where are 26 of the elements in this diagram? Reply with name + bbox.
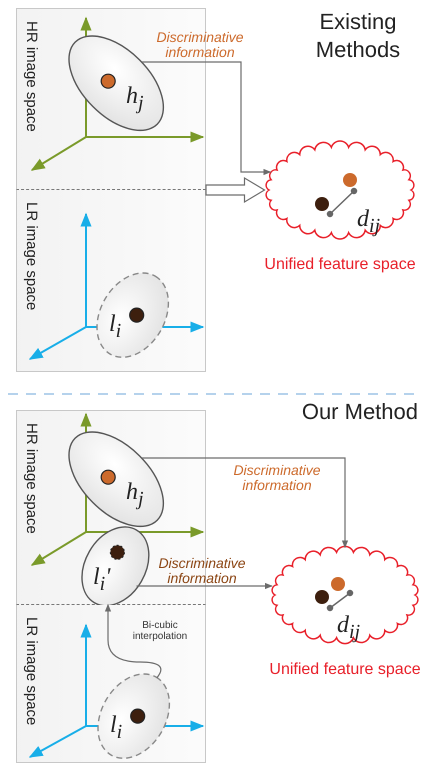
- panel-title: HR image space: [23, 423, 40, 534]
- connector-arrow: [104, 604, 162, 678]
- variable-label: l$_{i}$': [92, 564, 110, 597]
- panel-title: LR image space: [23, 617, 40, 726]
- image-space-panel: [16, 190, 206, 372]
- edge-label: Bi-cubic interpolation: [132, 620, 188, 642]
- variable-label: l$_{i}$: [108, 310, 122, 344]
- variable-label: d$_{ij}$: [357, 206, 380, 239]
- edge-label: Discriminative information: [155, 30, 245, 60]
- variable-label: h$_{j}$: [126, 82, 144, 116]
- connector-arrow: [142, 457, 348, 548]
- section-title: Existing Methods: [314, 8, 402, 64]
- panel-title: LR image space: [23, 202, 40, 310]
- variable-label: l$_{i}$: [110, 712, 122, 745]
- node-label: Unified feature space: [263, 256, 417, 274]
- variable-label: h$_{j}$: [126, 478, 144, 512]
- edge-label: Discriminative information: [232, 463, 322, 493]
- connector-arrow: [136, 582, 273, 590]
- connector-arrow: [142, 61, 272, 176]
- panel-title: HR image space: [23, 21, 40, 132]
- node-label: Unified feature space: [268, 661, 422, 679]
- image-space-panel: [16, 605, 206, 763]
- variable-label: d$_{ij}$: [337, 612, 360, 645]
- section-title: Our Method: [300, 398, 418, 426]
- edge-label: Discriminative information: [157, 556, 247, 586]
- block-arrow: [205, 176, 266, 204]
